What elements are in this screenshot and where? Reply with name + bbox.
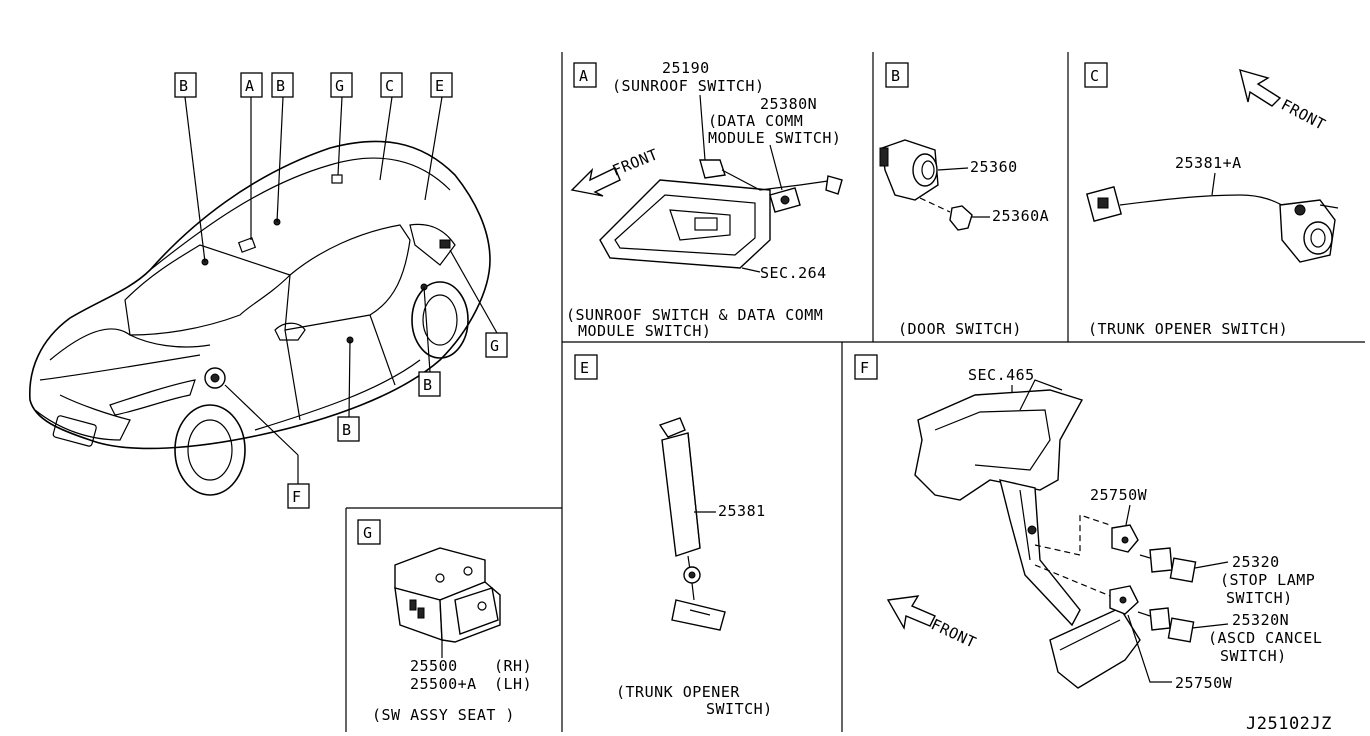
panel-b-caption: (DOOR SWITCH) (898, 320, 1022, 338)
callout-g2-label: G (490, 337, 500, 355)
panel-a-letter: A (579, 67, 589, 85)
panel-g-rh: (RH) (494, 657, 532, 675)
panel-g-part-lh: 25500+A (410, 675, 477, 693)
callout-a-label: A (245, 77, 255, 95)
panel-b-part1: 25360 (970, 158, 1018, 176)
callout-b1-label: B (179, 77, 189, 95)
panel-g-caption: (SW ASSY SEAT ) (372, 706, 515, 724)
callout-g1: G (330, 72, 353, 98)
callout-c: C (380, 72, 403, 98)
front-arrow-icon: FRONT (1239, 68, 1329, 134)
panel-c-letter: C (1090, 67, 1100, 85)
panel-a-front: FRONT (610, 145, 661, 180)
front-arrow-icon: FRONT (886, 595, 979, 652)
panel-f-part1: 25750W (1090, 486, 1148, 504)
callout-b3-label: B (423, 376, 433, 394)
panel-c: C FRONT 25381+A (TRUNK OPENER SWITCH) (1084, 62, 1339, 338)
panel-c-caption: (TRUNK OPENER SWITCH) (1088, 320, 1288, 338)
callout-leaders (184, 96, 498, 484)
panel-g-lh: (LH) (494, 675, 532, 693)
panel-g: G 25500 (RH) 25500+A (LH) (SW ASSY SEAT … (357, 519, 532, 724)
car-overview (29, 140, 491, 496)
panel-f-part2-no: 25320 (1232, 553, 1280, 571)
panel-f-part3-desc2: SWITCH) (1220, 647, 1287, 665)
callout-b1: B (174, 72, 197, 98)
panel-c-front: FRONT (1278, 96, 1329, 134)
panel-a-part1-no: 25190 (662, 59, 710, 77)
panel-b: B 25360 25360A (DOOR SWITCH) (879, 62, 1049, 338)
panel-b-part2: 25360A (992, 207, 1049, 225)
panel-f-part2-desc2: SWITCH) (1226, 589, 1293, 607)
panel-a-part2-desc1: (DATA COMM (708, 112, 803, 130)
panel-e-letter: E (580, 359, 590, 377)
panel-f-part4: 25750W (1175, 674, 1233, 692)
panel-frame (345, 52, 1365, 732)
panel-e-caption1: (TRUNK OPENER (616, 683, 740, 701)
panel-e-part: 25381 (718, 502, 766, 520)
callout-b4: B (337, 416, 360, 442)
panel-a: A 25190 (SUNROOF SWITCH) 25380N (DATA CO… (566, 59, 843, 340)
callout-f-label: F (292, 488, 302, 506)
callout-e-label: E (435, 77, 445, 95)
callout-e: E (430, 72, 453, 98)
diagram-id: J25102JZ (1246, 714, 1332, 734)
panel-f-sec: SEC.465 (968, 366, 1035, 384)
panel-f-letter: F (860, 359, 870, 377)
panel-e-caption2: SWITCH) (706, 700, 773, 718)
panel-f-part2-desc1: (STOP LAMP (1220, 571, 1315, 589)
callout-f: F (287, 483, 310, 509)
panel-f-part3-desc1: (ASCD CANCEL (1208, 629, 1322, 647)
callout-b4-label: B (342, 421, 352, 439)
callout-b2: B (271, 72, 294, 98)
panel-g-part-rh: 25500 (410, 657, 458, 675)
panel-a-caption1: (SUNROOF SWITCH & DATA COMM (566, 306, 823, 324)
panel-a-caption2: MODULE SWITCH) (578, 322, 711, 340)
callout-a: A (240, 72, 263, 98)
panel-g-letter: G (363, 524, 373, 542)
callout-b3: B (418, 371, 441, 397)
callout-g1-label: G (335, 77, 345, 95)
front-arrow-icon: FRONT (570, 145, 661, 197)
callout-b2-label: B (276, 77, 286, 95)
panel-e: E 25381 (TRUNK OPENER SWITCH) (574, 354, 773, 718)
panel-f: F SEC.465 25750W 25320 (STOP LAMP SWITCH… (854, 354, 1322, 692)
panel-a-part2-no: 25380N (760, 95, 817, 113)
panel-f-front: FRONT (928, 615, 979, 651)
panel-c-part: 25381+A (1175, 154, 1242, 172)
panel-a-part1-desc: (SUNROOF SWITCH) (612, 77, 765, 95)
panel-a-sec: SEC.264 (760, 264, 827, 282)
panel-f-part3-no: 25320N (1232, 611, 1289, 629)
callout-g2: G (485, 332, 508, 358)
callout-c-label: C (385, 77, 395, 95)
panel-b-letter: B (891, 67, 901, 85)
panel-a-part2-desc2: MODULE SWITCH) (708, 129, 841, 147)
